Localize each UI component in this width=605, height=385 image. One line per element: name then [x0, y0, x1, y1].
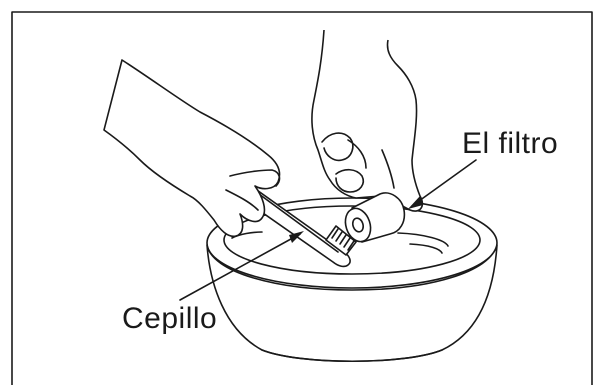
brush-label: Cepillo: [122, 302, 217, 336]
filter-leader-line: [412, 160, 476, 206]
right-hand-shape: [312, 30, 422, 211]
left-hand: [104, 60, 280, 236]
right-hand: [312, 30, 422, 211]
left-hand-shape: [104, 60, 280, 236]
filter-label: El filtro: [462, 127, 558, 161]
